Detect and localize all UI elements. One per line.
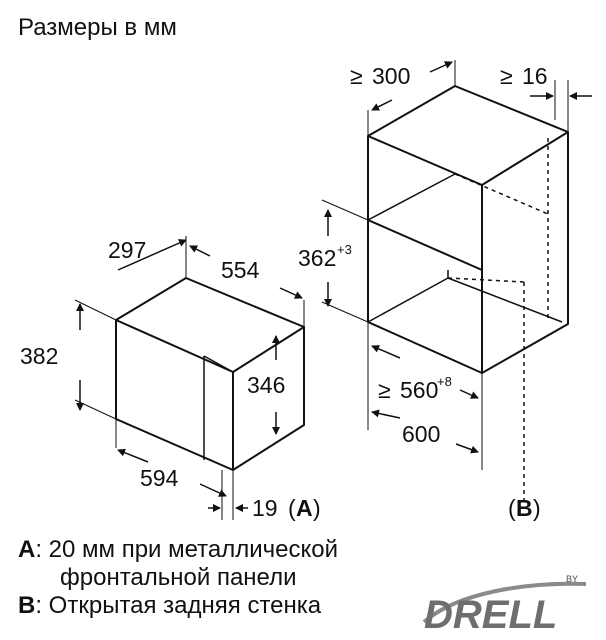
unit-top-face — [115, 277, 305, 373]
dim-346-label: 346 — [247, 372, 285, 398]
dim-600-arrow-b — [455, 443, 479, 454]
dim-560-ge: ≥ — [378, 377, 391, 403]
cabinet-side — [481, 132, 569, 374]
cabinet-niche — [367, 85, 569, 374]
niche-dimension-arrows — [324, 61, 592, 454]
note-b: B: Открытая задняя стенка — [18, 592, 321, 620]
dim-300-arrow-a — [371, 99, 393, 111]
note-b-text: : Открытая задняя стенка — [35, 592, 322, 619]
dim-300-ge: ≥ — [350, 63, 363, 89]
cabinet-top — [367, 85, 569, 186]
dim-297-label: 297 — [108, 237, 146, 263]
niche-shelf — [367, 173, 456, 221]
dim-594-arrow-b — [199, 483, 227, 497]
dim-554-label: 554 — [221, 257, 260, 283]
unit-door-edge — [203, 355, 234, 460]
niche-opening — [367, 220, 483, 374]
dim-560-arrow-b — [459, 389, 479, 399]
logo-text: DRELL — [424, 593, 557, 634]
logo-by: BY — [566, 574, 578, 584]
dim-560-label: 560 — [400, 377, 438, 403]
drell-logo: DRELL BY — [422, 574, 587, 634]
note-a-key: A — [18, 536, 36, 563]
dim-297-arrow — [117, 239, 187, 271]
logo-swoosh — [422, 581, 587, 624]
dim-560-arrow-a — [371, 345, 401, 359]
dim-300-label: 300 — [372, 63, 410, 89]
dim-600-arrow-a — [371, 409, 401, 419]
dim-19-paren-open: ( — [288, 495, 296, 521]
ref-b-paren-open: ( — [508, 495, 516, 521]
unit-front-face — [115, 319, 234, 471]
niche-floor — [367, 277, 563, 323]
niche-extension-lines — [321, 60, 569, 470]
dim-19-label: 19 — [252, 495, 278, 521]
dim-594-label: 594 — [140, 465, 179, 491]
note-a-line2: фронтальной панели — [60, 564, 297, 591]
dim-300-arrow-b — [429, 61, 453, 73]
dim-560-tolerance: +8 — [437, 374, 452, 389]
dim-554-arrow-b — [279, 287, 303, 299]
note-a-text: : 20 мм при металлической — [35, 536, 339, 563]
dim-16-label: 16 — [522, 63, 548, 89]
dim-554-arrow-a — [189, 245, 211, 257]
unit-side-face — [232, 327, 305, 471]
open-back-dashed — [447, 138, 549, 500]
page-title: Размеры в мм — [18, 14, 177, 41]
dim-362-label: 362 — [298, 245, 336, 271]
ref-b-label: B — [516, 495, 533, 521]
unit-dimension-arrows — [76, 239, 303, 512]
dim-382-label: 382 — [20, 343, 58, 369]
dim-600-label: 600 — [402, 421, 440, 447]
ref-b-paren-close: ) — [533, 495, 541, 521]
ref-a-label: A — [296, 495, 313, 521]
dim-362-tolerance: +3 — [337, 242, 352, 257]
note-b-key: B — [18, 592, 36, 619]
note-a: A: 20 мм при металлической — [18, 536, 338, 564]
dim-16-ge: ≥ — [500, 63, 513, 89]
dim-594-arrow-a — [117, 448, 149, 463]
cabinet-front — [367, 135, 483, 271]
dim-19-paren-close: ) — [313, 495, 321, 521]
